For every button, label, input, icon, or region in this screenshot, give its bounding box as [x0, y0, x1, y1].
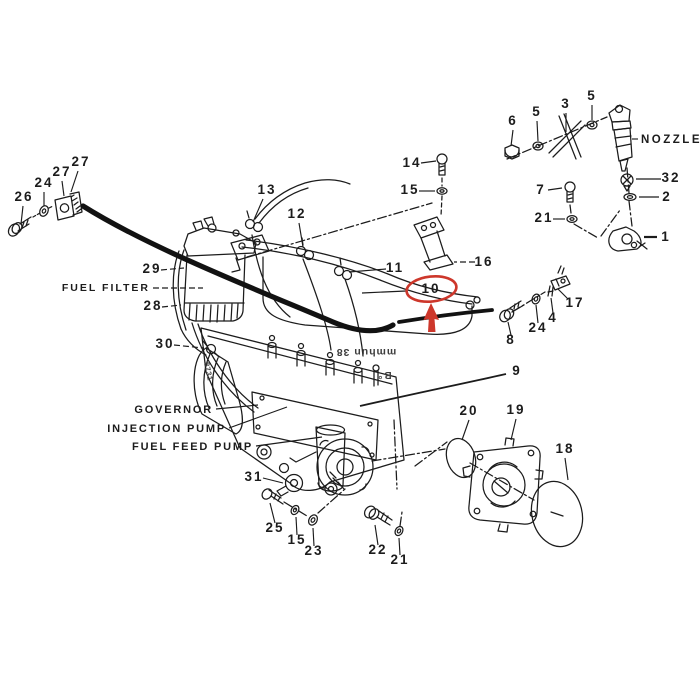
leader-part-19 — [510, 418, 517, 441]
leader-part-14 — [420, 160, 437, 164]
leader-part-23 — [312, 527, 315, 547]
leader-part-17 — [557, 288, 569, 300]
callout-part-29: 29 — [142, 261, 161, 276]
leader-part-9 — [359, 373, 507, 407]
callout-label-nozzle: NOZZLE — [641, 134, 700, 146]
leader-part-28 — [161, 304, 182, 308]
leader-part-12 — [298, 222, 304, 248]
callout-part-6: 6 — [508, 113, 518, 128]
leader-part-13 — [252, 198, 264, 223]
leader-part-15-bottom — [295, 516, 298, 536]
callout-part-9: 9 — [512, 363, 522, 378]
callout-part-24-left: 24 — [34, 175, 53, 190]
side-cover-drawing — [445, 437, 584, 548]
leader-label-fuel-feed-pump — [255, 436, 323, 447]
callout-part-17: 17 — [565, 295, 584, 310]
leader-part-7 — [547, 187, 563, 191]
leader-part-5-left — [536, 120, 539, 142]
marker-stroke — [80, 203, 494, 334]
leader-part-27-inner — [61, 180, 65, 197]
leader-part-18 — [564, 457, 569, 481]
callout-part-8: 8 — [506, 332, 516, 347]
callout-part-25: 25 — [265, 520, 284, 535]
leader-part-22 — [374, 524, 379, 546]
callout-stamp-secondary: B° — [376, 369, 391, 380]
callout-part-19: 19 — [506, 402, 525, 417]
callout-part-14: 14 — [402, 155, 421, 170]
callout-pump-scribble: 8731 — [202, 361, 215, 381]
callout-label-governor: GOVERNOR — [134, 404, 213, 416]
leader-part-31 — [262, 477, 284, 484]
leader-part-6 — [510, 129, 514, 147]
injection-pump-drawing — [193, 327, 405, 496]
callout-part-23: 23 — [304, 543, 323, 558]
leader-part-8 — [507, 321, 512, 336]
callout-part-11: 11 — [386, 260, 404, 275]
callout-part-27-inner: 27 — [52, 164, 71, 179]
bottom-hardware-drawing — [261, 473, 404, 537]
highlight-layer — [405, 274, 458, 332]
callout-label-injection-pump: INJECTION PUMP — [107, 423, 226, 435]
callout-part-5-right: 5 — [587, 88, 597, 103]
bracket-16-drawing — [413, 153, 454, 271]
callout-part-26: 26 — [14, 189, 33, 204]
callout-part-13: 13 — [257, 182, 276, 197]
callout-part-3: 3 — [561, 96, 571, 111]
highlight-oval — [405, 274, 458, 304]
highlight-arrow — [423, 303, 439, 332]
callout-part-21-right: 21 — [534, 210, 553, 225]
callout-stamp-primary: mmhun 38 — [336, 346, 397, 358]
callout-part-12: 12 — [287, 206, 306, 221]
callout-part-10: 10 — [421, 281, 440, 296]
nozzle-assembly-drawing — [504, 104, 648, 252]
callout-part-31: 31 — [244, 469, 263, 484]
callout-part-7: 7 — [536, 182, 546, 197]
leader-part-25 — [269, 502, 276, 524]
leader-part-4 — [550, 297, 554, 314]
callout-part-30: 30 — [155, 336, 174, 351]
leader-part-20 — [461, 419, 470, 441]
callout-part-16: 16 — [474, 254, 493, 269]
callout-part-20: 20 — [459, 403, 478, 418]
mount-bracket-drawing — [7, 191, 83, 237]
leader-part-11 — [348, 268, 387, 273]
callout-part-5-left: 5 — [532, 104, 542, 119]
callout-part-15-top: 15 — [400, 182, 419, 197]
callout-part-24-right: 24 — [528, 320, 547, 335]
leader-label-governor — [215, 404, 259, 410]
callout-part-32: 32 — [661, 170, 680, 185]
callout-part-4: 4 — [548, 310, 558, 325]
leader-part-30 — [173, 344, 205, 349]
leader-part-26 — [20, 205, 24, 225]
callout-part-15-bottom: 15 — [287, 532, 306, 547]
callout-part-21-bottom: 21 — [390, 552, 409, 567]
leader-part-29 — [160, 267, 185, 271]
axis-lines — [246, 116, 633, 527]
leader-part-21-bottom — [398, 537, 401, 556]
clamp-17-drawing — [499, 265, 571, 323]
callout-part-27-outer: 27 — [71, 154, 90, 169]
leader-label-injection-pump — [228, 406, 288, 429]
leader-part-10 — [361, 290, 407, 294]
callout-part-1: 1 — [661, 229, 671, 244]
callout-part-22: 22 — [368, 542, 387, 557]
callout-label-fuel-feed-pump: FUEL FEED PUMP — [132, 441, 253, 453]
leader-part-24-right — [535, 304, 539, 324]
callout-label-fuel-filter: FUEL FILTER — [62, 282, 150, 294]
leader-part-27-outer — [70, 170, 79, 193]
callout-part-18: 18 — [555, 441, 574, 456]
callout-part-28: 28 — [143, 298, 162, 313]
callout-part-2: 2 — [662, 189, 672, 204]
